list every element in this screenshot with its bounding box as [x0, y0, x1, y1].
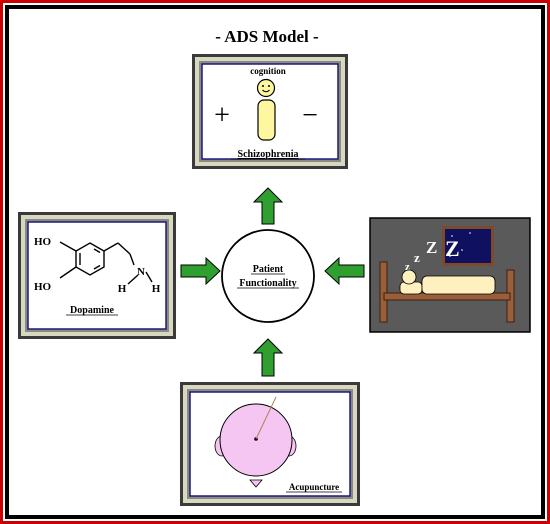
dopamine-label: Dopamine [70, 305, 114, 316]
arrow-icon [252, 338, 284, 377]
sleep-z-2: z [414, 250, 420, 265]
window-icon [442, 226, 494, 266]
sleep-panel: z z Z Z [369, 217, 531, 333]
cognition-label: cognition [250, 66, 286, 76]
acupuncture-label: Acupuncture [289, 482, 339, 492]
plus-sign: + [214, 100, 230, 131]
patient-functionality-node: Patient Functionality [221, 229, 315, 323]
center-label-line1: Patient [253, 264, 284, 275]
n-atom-label: N [137, 266, 145, 278]
sleep-z-3: Z [426, 238, 437, 257]
head-icon [214, 396, 297, 488]
arrow-icon [252, 187, 284, 225]
dopamine-panel: HO HO N H H Dopamine [18, 212, 176, 339]
h-right-label: H [152, 283, 161, 295]
arrow-icon [324, 256, 365, 286]
schizophrenia-panel: cognition + − Schizophrenia [192, 54, 348, 169]
arrow-icon [180, 256, 221, 286]
minus-sign: − [302, 100, 318, 131]
person-icon [256, 78, 276, 141]
ho-bottom-label: HO [34, 281, 52, 293]
sleep-z-4: Z [445, 236, 460, 261]
schizophrenia-label: Schizophrenia [238, 149, 299, 160]
acupuncture-needle [255, 396, 277, 440]
center-label-line2: Functionality [239, 278, 296, 289]
diagram-title: - ADS Model - [215, 27, 319, 46]
sleep-z-1: z [405, 261, 410, 273]
h-left-label: H [118, 283, 127, 295]
acupuncture-panel: Acupuncture [180, 382, 360, 506]
bed-icon [379, 261, 515, 323]
dopamine-structure-icon [59, 241, 153, 285]
ho-top-label: HO [34, 236, 52, 248]
